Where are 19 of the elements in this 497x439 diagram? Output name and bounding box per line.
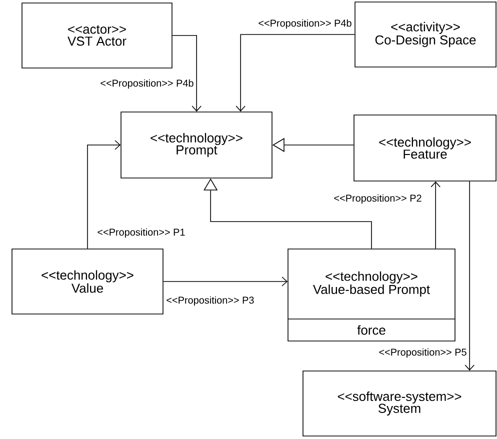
arrow <box>172 35 202 112</box>
edge-label: <<Proposition>> P2 <box>332 193 423 205</box>
edge-label: <<Proposition>> P1 <box>96 227 186 239</box>
edge-label: <<Proposition>> P5 <box>378 347 468 359</box>
edge-label: <<Proposition>> P4b <box>257 18 353 30</box>
arrow <box>464 181 474 371</box>
stereotype-box: <<software-system>> System <box>302 370 496 436</box>
stereotype-box: <<activity>> Co-Design Space <box>354 2 496 68</box>
edge-label: <<Proposition>> P4b <box>99 78 195 90</box>
arrow <box>430 181 440 249</box>
stereotype-box: <<technology>> Prompt <box>120 112 272 178</box>
arrow <box>87 140 121 249</box>
stereotype-box: <<actor>> VST Actor <box>22 2 172 68</box>
stereotype-box: <<technology>> Feature <box>354 114 496 182</box>
class-box: <<technology>> Value-based Prompt force <box>288 248 456 342</box>
edge-label: <<Proposition>> P3 <box>165 295 256 307</box>
stereotype-box: <<technology>> Value <box>12 248 164 314</box>
arrow <box>163 276 288 286</box>
arrow <box>236 34 355 112</box>
